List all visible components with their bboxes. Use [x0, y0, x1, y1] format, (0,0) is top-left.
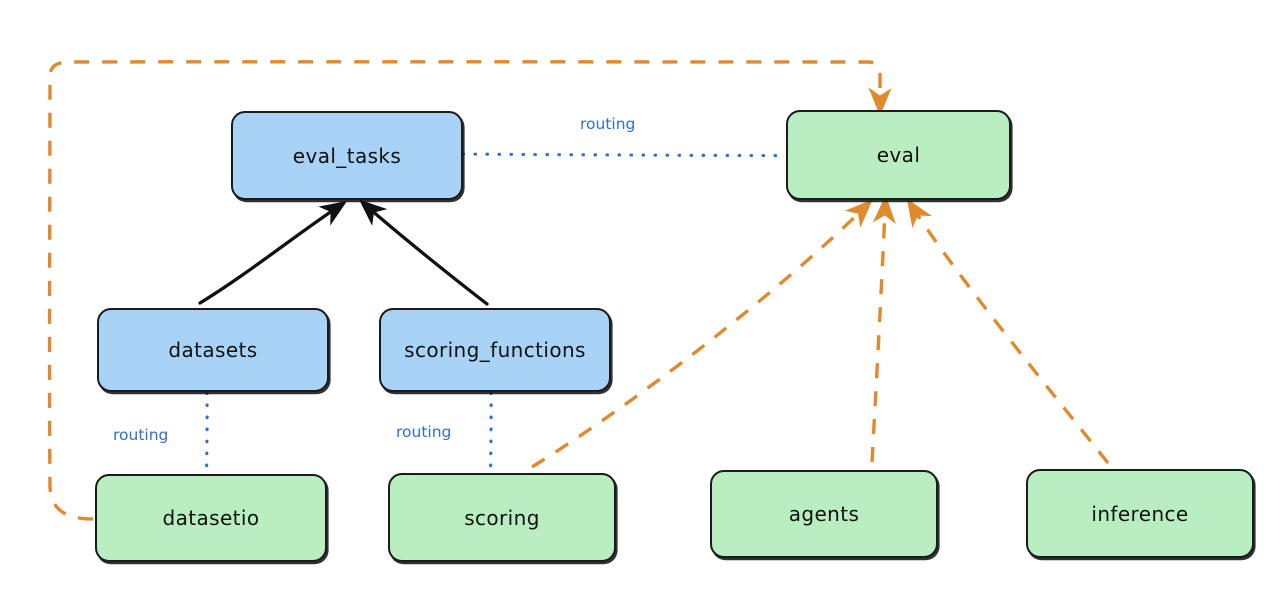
node-label: scoring_functions	[404, 338, 586, 362]
edge-inference-to-eval	[906, 198, 1110, 465]
node-inference[interactable]: inference	[1026, 469, 1254, 558]
node-eval[interactable]: eval	[786, 110, 1011, 200]
node-label: datasetio	[162, 506, 260, 530]
edge-datasetio-to-eval	[47, 60, 892, 521]
node-agents[interactable]: agents	[710, 470, 938, 558]
node-eval-tasks[interactable]: eval_tasks	[231, 111, 463, 200]
node-label: eval_tasks	[292, 143, 402, 168]
edge-datasets-to-datasetio	[205, 391, 209, 475]
edge-eval-tasks-to-eval	[461, 152, 787, 158]
edge-label-routing-scoring: routing	[396, 423, 452, 441]
edge-scoring-functions-to-scoring	[489, 391, 493, 474]
edge-label-routing-eval: routing	[580, 115, 636, 133]
node-label: datasets	[168, 338, 258, 362]
edge-agents-to-eval	[870, 195, 896, 463]
edge-scoring-functions-to-eval-tasks	[359, 199, 489, 306]
node-datasets[interactable]: datasets	[97, 308, 329, 392]
node-scoring[interactable]: scoring	[388, 473, 616, 562]
edge-datasets-to-eval-tasks	[198, 200, 348, 305]
node-scoring-functions[interactable]: scoring_functions	[379, 308, 611, 392]
edge-label-routing-datasetio: routing	[113, 426, 169, 444]
node-label: scoring	[464, 505, 540, 530]
node-label: eval	[876, 143, 921, 167]
edge-scoring-to-eval	[531, 199, 873, 469]
node-label: agents	[788, 502, 860, 526]
node-datasetio[interactable]: datasetio	[95, 474, 327, 562]
node-label: inference	[1091, 501, 1189, 526]
